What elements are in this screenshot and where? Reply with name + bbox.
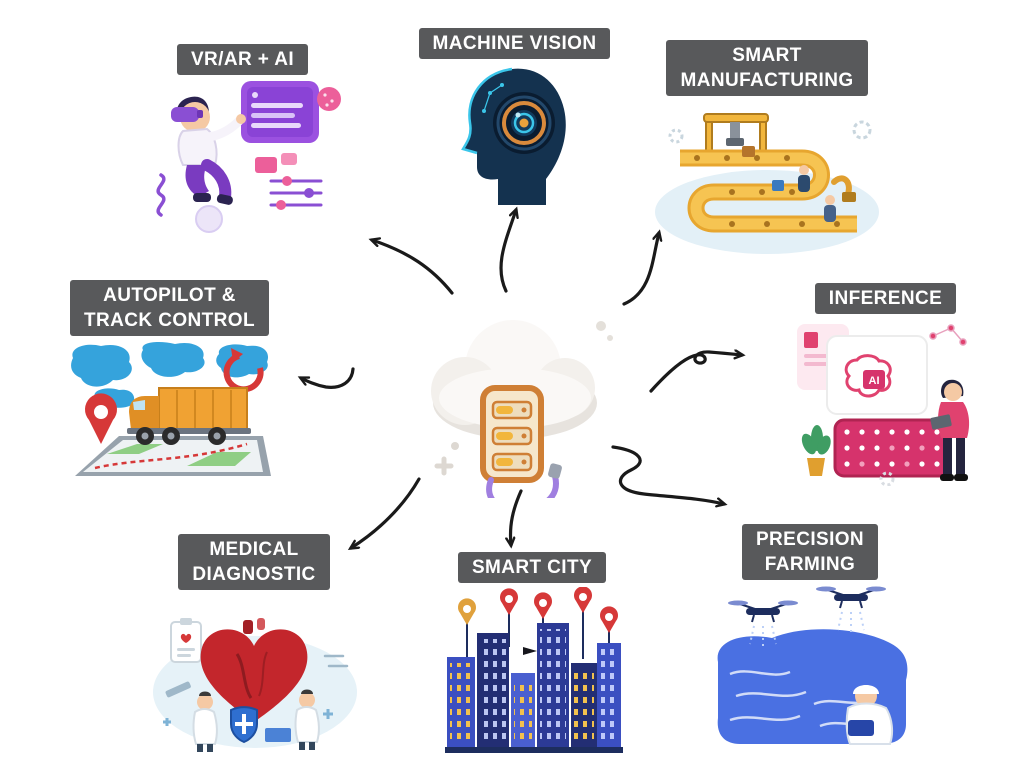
- cable-icon: [486, 463, 562, 498]
- location-pin-icon: [600, 606, 618, 634]
- gear-icon: [879, 471, 894, 487]
- vr-ar-ai-illustration: [155, 81, 341, 234]
- doctor-icon: [294, 689, 320, 751]
- precision-farming-illustration: [717, 586, 908, 746]
- route-map-base: [75, 436, 271, 477]
- location-pin-icon: [534, 592, 552, 620]
- worker-icon: [824, 195, 836, 223]
- gear-icon: [668, 128, 684, 144]
- location-pin-icon: [500, 588, 518, 616]
- vr-person-icon: [170, 96, 246, 205]
- plus-icon: [162, 718, 171, 727]
- node-autopilot-track-control: AUTOPILOT & TRACK CONTROL: [62, 280, 277, 480]
- deco-lines: [323, 654, 348, 668]
- network-dots-icon: [928, 324, 967, 346]
- vr-ar-ai-label: VR/AR + AI: [176, 44, 309, 76]
- center-cloud-server: [405, 288, 620, 498]
- dna-icon: [155, 173, 166, 217]
- smart-manufacturing-label: SMART MANUFACTURING: [666, 40, 868, 97]
- node-medical-diagnostic: MEDICAL DIAGNOSTIC: [140, 534, 368, 754]
- node-inference: INFERENCE AI: [788, 283, 983, 487]
- arrow-to-precision-farming: [611, 445, 724, 504]
- buildings: [447, 623, 621, 750]
- ai-chip-text: AI: [868, 375, 879, 387]
- inference-illustration: AI: [796, 324, 969, 487]
- gear-icon: [852, 120, 872, 140]
- node-machine-vision: MACHINE VISION: [412, 28, 617, 208]
- arrow-to-autopilot: [301, 367, 355, 389]
- machine-vision-label: MACHINE VISION: [418, 28, 611, 60]
- location-pin-icon: [458, 598, 476, 626]
- location-pin-icon: [574, 587, 592, 614]
- ai-brain-chip-icon: AI: [844, 354, 892, 398]
- plant-icon: [801, 425, 831, 477]
- developer-person-icon: [929, 379, 969, 482]
- arrow-to-vr-ar-ai: [372, 240, 454, 295]
- node-smart-city: SMART CITY: [432, 552, 632, 757]
- machine-vision-illustration: [460, 67, 566, 206]
- arrow-to-smart-city: [510, 489, 523, 545]
- autopilot-track-control-label: AUTOPILOT & TRACK CONTROL: [70, 280, 269, 337]
- worker-icon: [798, 165, 810, 193]
- precision-farming-label: PRECISION FARMING: [741, 524, 879, 581]
- clipboard-icon: [169, 618, 202, 664]
- doctor-icon: [192, 691, 218, 753]
- location-pin-icon: [85, 393, 117, 445]
- heart-icon: [200, 618, 307, 723]
- camera-eye-icon: [492, 92, 555, 155]
- smart-city-label: SMART CITY: [457, 552, 607, 584]
- arrow-to-machine-vision: [499, 210, 516, 293]
- shield-cross-icon: [229, 706, 258, 744]
- autopilot-illustration: [71, 342, 271, 477]
- arrow-to-inference: [649, 352, 742, 393]
- plus-icon: [322, 709, 333, 720]
- medical-diagnostic-illustration: [152, 618, 357, 753]
- syringe-icon: [165, 681, 191, 698]
- smart-city-illustration: [445, 587, 623, 754]
- drone-icon: [728, 600, 798, 647]
- truck-icon: [127, 387, 251, 446]
- medical-diagnostic-label: MEDICAL DIAGNOSTIC: [178, 534, 330, 591]
- inference-label: INFERENCE: [814, 283, 957, 315]
- gantry-icon: [703, 113, 769, 158]
- robot-arm-icon: [831, 175, 856, 203]
- cloud-server-illustration: [431, 320, 613, 498]
- dot-matrix-panel-icon: [833, 418, 950, 478]
- smart-manufacturing-illustration: [655, 113, 879, 255]
- server-rack-icon: [480, 385, 544, 483]
- node-smart-manufacturing: SMART MANUFACTURING: [648, 40, 886, 255]
- drone-icon: [816, 586, 886, 633]
- farmer-person-icon: [845, 685, 894, 746]
- med-cart-icon: [264, 728, 291, 743]
- node-precision-farming: PRECISION FARMING: [706, 524, 914, 746]
- node-vr-ar-ai: VR/AR + AI: [135, 44, 350, 247]
